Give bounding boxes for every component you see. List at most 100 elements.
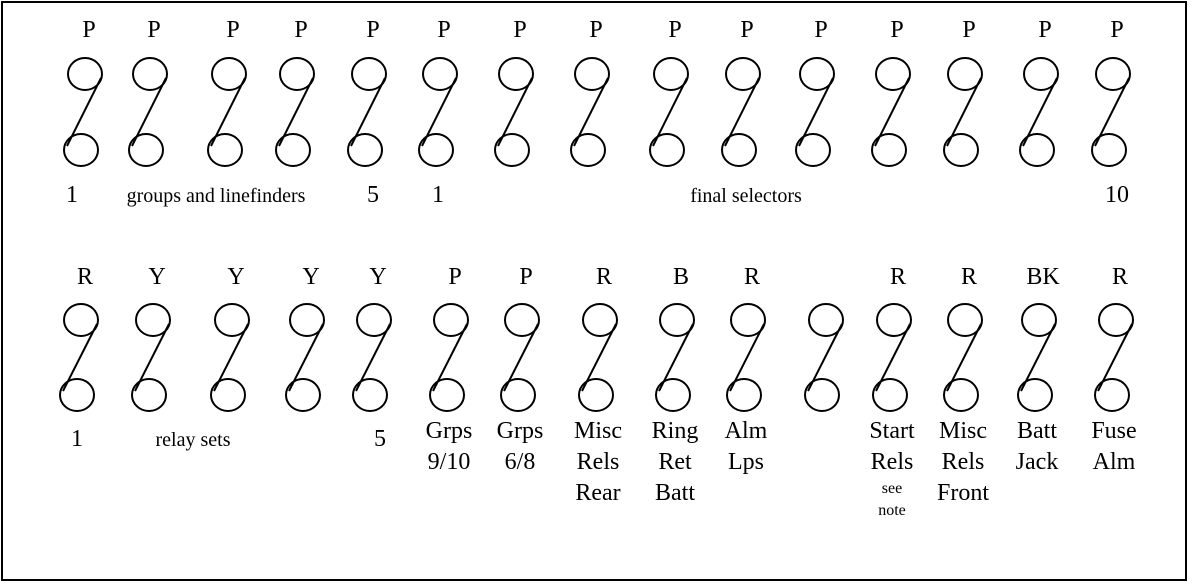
top-row-clip-bottom-loop	[207, 133, 243, 167]
bottom-row-clip-bottom-loop	[872, 378, 908, 412]
top-row-clip: P	[570, 17, 610, 167]
bottom-row-clip-top-loop	[63, 303, 99, 337]
top-row-color-letter: P	[513, 17, 526, 43]
bottom-row-clip-bottom-loop	[210, 378, 246, 412]
bottom-row-clip-link	[807, 323, 843, 392]
top-row-clip-bottom-loop	[721, 133, 757, 167]
bottom-row-color-letter: R	[961, 264, 977, 290]
top-row-clip-link	[66, 77, 102, 147]
bottom-row-clip-link	[581, 323, 617, 392]
bottom-row-clip-link	[875, 323, 911, 392]
bottom-row-clip-link	[658, 323, 694, 392]
bottom-row-clip-bottom-loop	[352, 378, 388, 412]
final-selectors-label: final selectors	[690, 185, 802, 207]
bottom-row-color-letter: Y	[227, 264, 244, 290]
top-row-clip-top-loop	[947, 57, 983, 91]
bottom-row-clip-bottom-loop	[285, 378, 321, 412]
bottom-row-clip-top-loop	[947, 303, 983, 337]
top-row-clip-link	[724, 77, 760, 147]
top-row-clip: P	[494, 17, 534, 167]
top-row-clip: P	[207, 17, 247, 167]
relay-end-label: 5	[374, 426, 386, 452]
top-row-clip-link	[874, 77, 910, 147]
top-row-clip-top-loop	[211, 57, 247, 91]
top-row-clip-top-loop	[875, 57, 911, 91]
bottom-row-color-letter: Y	[369, 264, 386, 290]
top-row-clip: P	[63, 17, 103, 167]
fuse-label-line: Batt	[655, 480, 695, 506]
fuse-label-line: Jack	[1016, 449, 1059, 475]
top-row-clip-link	[421, 77, 457, 147]
bottom-row-clip-top-loop	[433, 303, 469, 337]
bottom-row-clip-top-loop	[659, 303, 695, 337]
fuse-label-line: Misc	[574, 418, 622, 444]
top-row-clip-link	[652, 77, 688, 147]
fuse-label-line: Rels	[942, 449, 985, 475]
groups-label: groups and linefinders	[127, 185, 306, 207]
bottom-row-clip-top-loop	[582, 303, 618, 337]
fuse-label-line: Ret	[658, 449, 692, 475]
bottom-row-color-letter: P	[519, 264, 532, 290]
bottom-row-clip-bottom-loop	[500, 378, 536, 412]
top-row-clip-bottom-loop	[275, 133, 311, 167]
bottom-row-clip-top-loop	[356, 303, 392, 337]
top-row-color-letter: P	[890, 17, 903, 43]
top-row-color-letter: P	[740, 17, 753, 43]
top-row-clip: P	[943, 17, 983, 167]
top-row-clip-top-loop	[1095, 57, 1131, 91]
relay-sets-label: relay sets	[156, 429, 231, 451]
top-row-clip: P	[649, 17, 689, 167]
bottom-row-color-letter: R	[77, 264, 93, 290]
top-row-clip: P	[275, 17, 315, 167]
bottom-row-clip	[804, 303, 844, 412]
bottom-row-clip: R	[872, 264, 912, 412]
top-row-clip-top-loop	[498, 57, 534, 91]
groups-end-label: 5	[367, 182, 379, 208]
top-row-clip-top-loop	[725, 57, 761, 91]
top-row-clip-top-loop	[132, 57, 168, 91]
top-row-color-letter: P	[294, 17, 307, 43]
top-row-color-letter: P	[437, 17, 450, 43]
fuse-label-line: Grps	[497, 418, 544, 444]
top-row-clip-bottom-loop	[63, 133, 99, 167]
bottom-row-clip-bottom-loop	[1017, 378, 1053, 412]
bottom-row-clip-top-loop	[876, 303, 912, 337]
bottom-row-clip-bottom-loop	[804, 378, 840, 412]
bottom-row-clip-bottom-loop	[726, 378, 762, 412]
top-row-clip-bottom-loop	[795, 133, 831, 167]
top-row-clip-link	[946, 77, 982, 147]
fuse-label-line: Misc	[939, 418, 987, 444]
bottom-row-clip: P	[500, 264, 540, 412]
bottom-row-clip-link	[62, 323, 98, 392]
top-row-color-letter: P	[814, 17, 827, 43]
bottom-row-color-letter: Y	[148, 264, 165, 290]
bottom-row-clip-link	[946, 323, 982, 392]
top-row-clip-link	[798, 77, 834, 147]
top-row-clip-top-loop	[67, 57, 103, 91]
top-row-clip-bottom-loop	[570, 133, 606, 167]
top-row-clip: P	[418, 17, 458, 167]
top-row-clip-link	[131, 77, 167, 147]
top-row-clip: P	[721, 17, 761, 167]
top-row-color-letter: P	[226, 17, 239, 43]
top-row-clip-bottom-loop	[1019, 133, 1055, 167]
bottom-row-clip-bottom-loop	[655, 378, 691, 412]
bottom-row-clip: Y	[285, 264, 325, 412]
bottom-row-clip-bottom-loop	[59, 378, 95, 412]
top-row-clip-top-loop	[351, 57, 387, 91]
top-row-clip-link	[278, 77, 314, 147]
bottom-row-clip-top-loop	[808, 303, 844, 337]
bottom-row-clip-link	[355, 323, 391, 392]
bottom-row-clip-link	[729, 323, 765, 392]
bottom-row-color-letter: Y	[302, 264, 319, 290]
top-row-clip: P	[347, 17, 387, 167]
bottom-row-clip: Y	[352, 264, 392, 412]
top-row-color-letter: P	[82, 17, 95, 43]
top-row-clip-link	[210, 77, 246, 147]
final-end-label: 10	[1105, 182, 1129, 208]
top-row-clip: P	[1091, 17, 1131, 167]
bottom-row-clip-top-loop	[1098, 303, 1134, 337]
top-row-clip-bottom-loop	[943, 133, 979, 167]
bottom-row-clip-bottom-loop	[578, 378, 614, 412]
fuse-label-line: Lps	[728, 449, 764, 475]
